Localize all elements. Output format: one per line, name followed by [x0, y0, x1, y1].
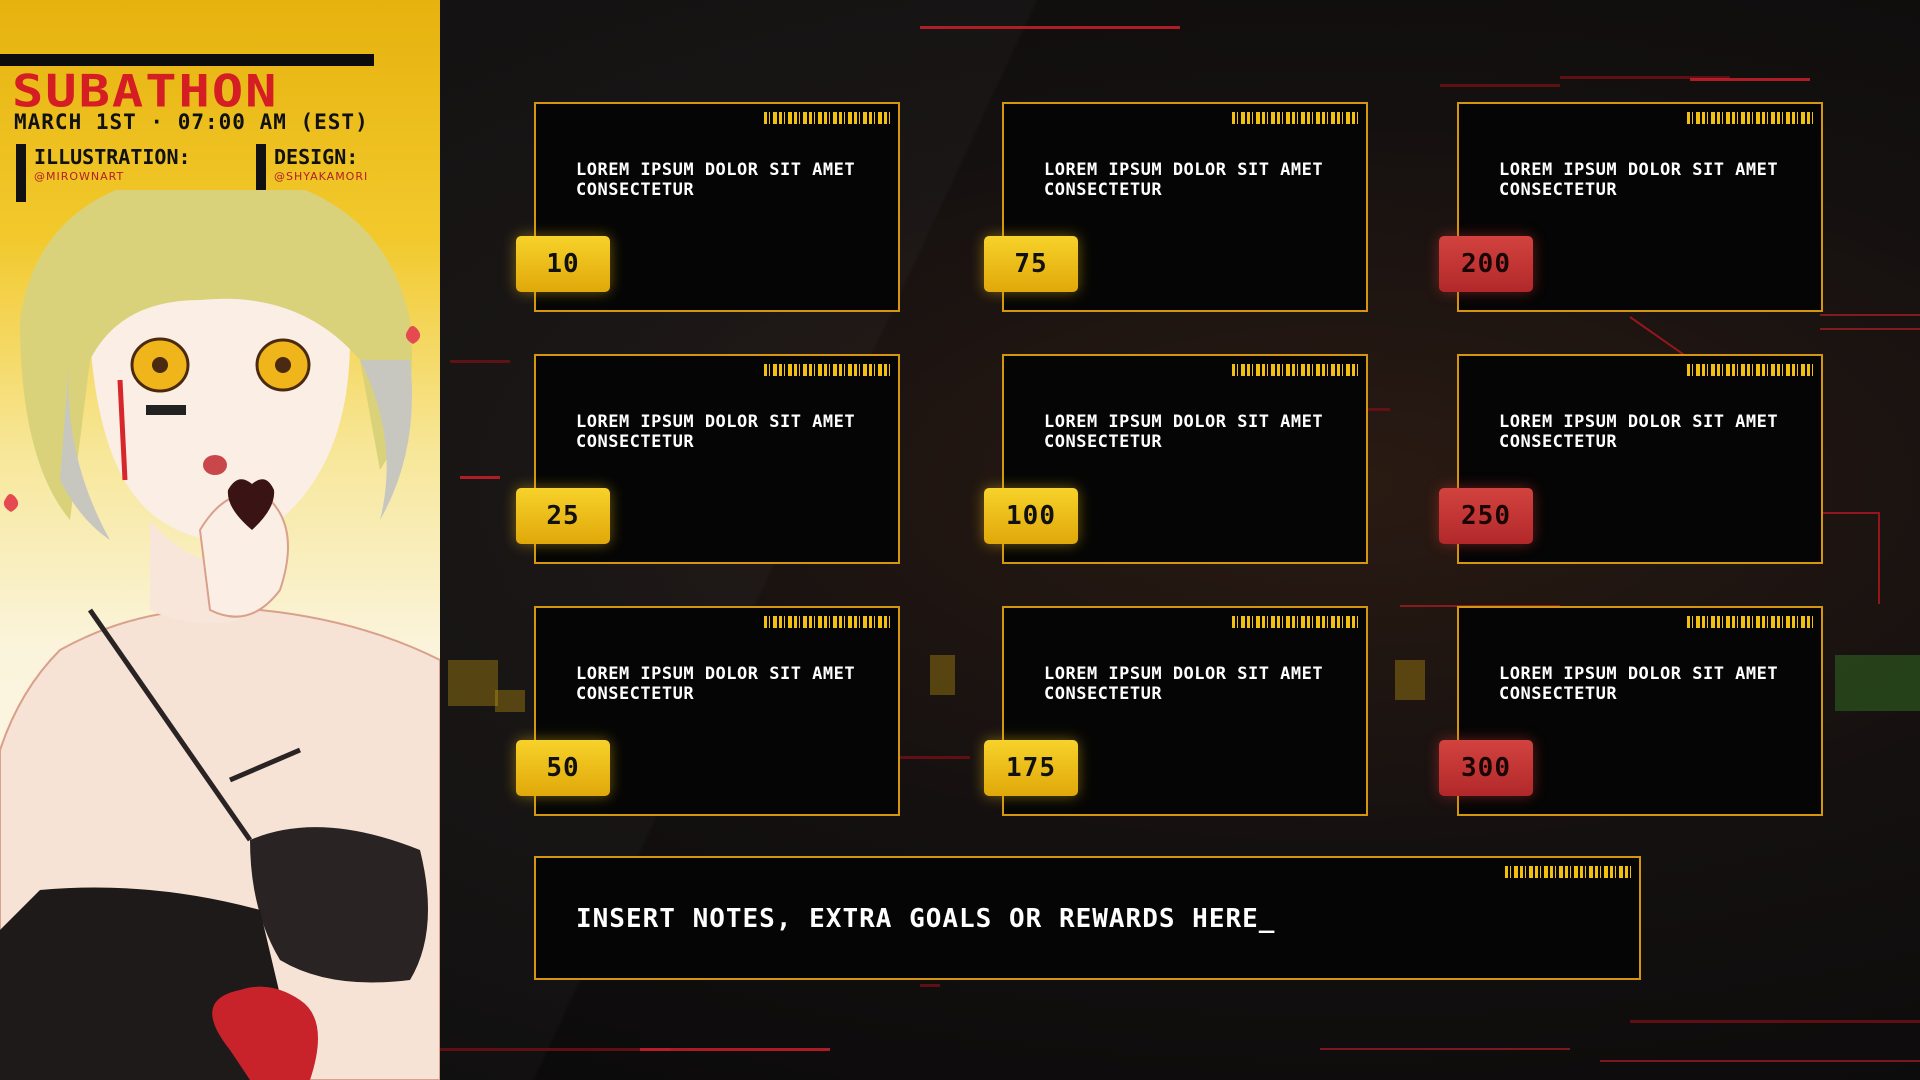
glitch-block	[1835, 655, 1920, 711]
barcode-icon	[764, 112, 890, 124]
decorative-bar	[0, 54, 374, 66]
goal-value-badge: 200	[1439, 236, 1533, 292]
poster-panel: SUBATHON MARCH 1ST · 07:00 AM (EST) ILLU…	[0, 0, 440, 1080]
goal-card: LOREM IPSUM DOLOR SIT AMET CONSECTETUR	[1457, 606, 1823, 816]
goal-description: LOREM IPSUM DOLOR SIT AMET CONSECTETUR	[1499, 664, 1779, 704]
goal-value-badge: 10	[516, 236, 610, 292]
goal-value-badge: 75	[984, 236, 1078, 292]
goal-card: LOREM IPSUM DOLOR SIT AMET CONSECTETUR	[1002, 606, 1368, 816]
glitch-line	[440, 1048, 670, 1051]
glitch-line	[460, 476, 500, 479]
goal-value-badge: 300	[1439, 740, 1533, 796]
glitch-line	[1440, 84, 1560, 87]
glitch-line	[900, 756, 970, 759]
credit-handle: @SHYAKAMORI	[274, 170, 369, 183]
barcode-icon	[764, 364, 890, 376]
goal-card: LOREM IPSUM DOLOR SIT AMET CONSECTETUR	[534, 354, 900, 564]
credit-illustration: ILLUSTRATION: @MIROWNART	[16, 144, 191, 202]
glitch-block	[930, 655, 955, 695]
glitch-line	[1630, 1020, 1920, 1023]
glitch-line	[450, 360, 510, 363]
credit-label: ILLUSTRATION:	[34, 145, 191, 169]
barcode-icon	[1687, 364, 1813, 376]
barcode-icon	[1687, 112, 1813, 124]
goal-description: LOREM IPSUM DOLOR SIT AMET CONSECTETUR	[1044, 664, 1324, 704]
barcode-icon	[1687, 616, 1813, 628]
glitch-line	[920, 26, 1180, 29]
goal-description: LOREM IPSUM DOLOR SIT AMET CONSECTETUR	[576, 664, 856, 704]
circuit-line	[1822, 512, 1880, 604]
credit-handle: @MIROWNART	[34, 170, 125, 183]
glitch-line	[1560, 76, 1730, 79]
goal-value-badge: 250	[1439, 488, 1533, 544]
page-title: SUBATHON	[12, 66, 279, 118]
glitch-line	[1600, 1060, 1920, 1062]
goal-description: LOREM IPSUM DOLOR SIT AMET CONSECTETUR	[1044, 412, 1324, 452]
goal-value-badge: 50	[516, 740, 610, 796]
goal-value-badge: 25	[516, 488, 610, 544]
goal-description: LOREM IPSUM DOLOR SIT AMET CONSECTETUR	[576, 160, 856, 200]
glitch-line	[1320, 1048, 1570, 1050]
goal-value-badge: 175	[984, 740, 1078, 796]
goal-description: LOREM IPSUM DOLOR SIT AMET CONSECTETUR	[1499, 160, 1779, 200]
barcode-icon	[1232, 364, 1358, 376]
event-date: MARCH 1ST · 07:00 AM (EST)	[14, 110, 369, 134]
notes-text: INSERT NOTES, EXTRA GOALS OR REWARDS HER…	[576, 904, 1276, 934]
glitch-block	[1395, 660, 1425, 700]
notes-panel: INSERT NOTES, EXTRA GOALS OR REWARDS HER…	[534, 856, 1641, 980]
goal-description: LOREM IPSUM DOLOR SIT AMET CONSECTETUR	[1044, 160, 1324, 200]
glitch-line	[640, 1048, 830, 1051]
barcode-icon	[764, 616, 890, 628]
glitch-line	[920, 984, 940, 987]
goal-value-badge: 100	[984, 488, 1078, 544]
glitch-block	[448, 660, 498, 706]
barcode-icon	[1232, 112, 1358, 124]
character-illustration	[0, 190, 440, 1080]
glitch-block	[495, 690, 525, 712]
credit-design: DESIGN: @SHYAKAMORI	[256, 144, 368, 202]
barcode-icon	[1232, 616, 1358, 628]
glitch-line	[1820, 314, 1920, 316]
barcode-icon	[1505, 866, 1631, 878]
glitch-line	[1820, 328, 1920, 330]
glitch-line	[1690, 78, 1810, 81]
goal-description: LOREM IPSUM DOLOR SIT AMET CONSECTETUR	[576, 412, 856, 452]
goal-description: LOREM IPSUM DOLOR SIT AMET CONSECTETUR	[1499, 412, 1779, 452]
credit-label: DESIGN:	[274, 145, 359, 169]
